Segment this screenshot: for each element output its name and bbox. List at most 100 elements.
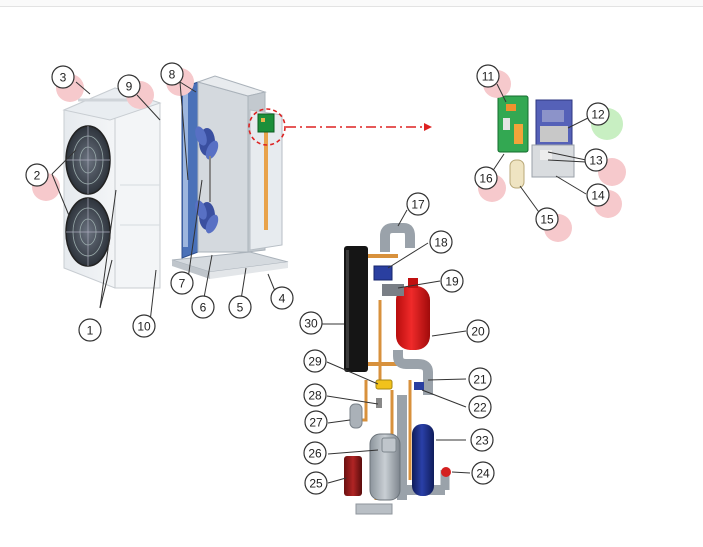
- valve-yellow: [375, 379, 393, 390]
- callout-27: 27: [304, 410, 328, 434]
- red-tank: [396, 286, 430, 350]
- callout-number: 19: [445, 275, 459, 289]
- callout-circle: [270, 286, 294, 310]
- plate-heat-exchanger: [344, 246, 368, 372]
- callout-9: 9: [117, 74, 141, 98]
- callout-12: 12: [586, 102, 610, 126]
- callout-circle: [470, 428, 494, 452]
- callout-6: 6: [191, 295, 215, 319]
- callout-circle: [471, 461, 495, 485]
- callout-2: 2: [25, 163, 49, 187]
- callout-circle: [303, 349, 327, 373]
- callout-1: 1: [78, 318, 102, 342]
- callout-circle: [474, 166, 498, 190]
- callout-number: 5: [237, 301, 244, 315]
- callout-14: 14: [586, 183, 610, 207]
- callout-number: 23: [475, 434, 489, 448]
- zoom-highlight-circle: [248, 108, 286, 146]
- small-valve-red: [441, 467, 451, 477]
- callout-circle: [476, 64, 500, 88]
- zoom-arrow-head: [424, 123, 432, 131]
- callout-number: 21: [473, 373, 487, 387]
- callout-13: 13: [584, 148, 608, 172]
- callout-25: 25: [304, 471, 328, 495]
- leader-lines: [51, 81, 597, 484]
- callout-number: 16: [479, 172, 493, 186]
- callout-circle: [303, 441, 327, 465]
- top-divider: [0, 0, 703, 7]
- callout-circle: [586, 183, 610, 207]
- fan-blade-top: [195, 126, 219, 160]
- callout-circle: [303, 383, 327, 407]
- callout-number: 28: [308, 389, 322, 403]
- callout-circle: [25, 163, 49, 187]
- outer-casing: [62, 87, 162, 289]
- callout-11: 11: [476, 64, 500, 88]
- callouts-layer: 1234567891011121314151617181920212223242…: [25, 62, 610, 495]
- callout-circle: [51, 65, 75, 89]
- callout-26: 26: [303, 441, 327, 465]
- callout-circle: [304, 471, 328, 495]
- callout-number: 20: [471, 325, 485, 339]
- callout-circle: [228, 295, 252, 319]
- callout-20: 20: [466, 319, 490, 343]
- callout-circle: [78, 318, 102, 342]
- callout-number: 24: [476, 467, 490, 481]
- callout-number: 25: [309, 477, 323, 491]
- callout-24: 24: [471, 461, 495, 485]
- callout-circle: [429, 230, 453, 254]
- callout-16: 16: [474, 166, 498, 190]
- callout-number: 17: [411, 198, 425, 212]
- callout-number: 14: [591, 189, 605, 203]
- callout-circle: [299, 311, 323, 335]
- callout-28: 28: [303, 383, 327, 407]
- callout-number: 3: [60, 71, 67, 85]
- callout-21: 21: [468, 367, 492, 391]
- callout-circle: [304, 410, 328, 434]
- heat-exchanger-frame: [171, 75, 289, 279]
- drier: [344, 456, 362, 496]
- callout-19: 19: [440, 269, 464, 293]
- callout-29: 29: [303, 349, 327, 373]
- callout-circle: [586, 102, 610, 126]
- callout-number: 1: [87, 324, 94, 338]
- callout-number: 10: [137, 320, 151, 334]
- callout-7: 7: [170, 271, 194, 295]
- callout-circle: [468, 395, 492, 419]
- callout-number: 7: [179, 277, 186, 291]
- callout-circle: [191, 295, 215, 319]
- callout-circle: [440, 269, 464, 293]
- callout-10: 10: [132, 314, 156, 338]
- callout-number: 9: [126, 80, 133, 94]
- blue-tank: [412, 424, 434, 496]
- callout-number: 2: [34, 169, 41, 183]
- callout-circle: [117, 74, 141, 98]
- callout-17: 17: [406, 192, 430, 216]
- callout-30: 30: [299, 311, 323, 335]
- callout-number: 22: [473, 401, 487, 415]
- callout-18: 18: [429, 230, 453, 254]
- callout-circle: [535, 207, 559, 231]
- control-box: [497, 95, 575, 189]
- callout-number: 6: [200, 301, 207, 315]
- fan-grille-bottom: [65, 197, 111, 267]
- callout-circle: [584, 148, 608, 172]
- callout-5: 5: [228, 295, 252, 319]
- callout-number: 27: [309, 416, 323, 430]
- callout-15: 15: [535, 207, 559, 231]
- callout-number: 8: [169, 68, 176, 82]
- callout-circle: [466, 319, 490, 343]
- callout-number: 18: [434, 236, 448, 250]
- callout-circle: [468, 367, 492, 391]
- callout-8: 8: [160, 62, 184, 86]
- callout-circle: [132, 314, 156, 338]
- callout-circle: [160, 62, 184, 86]
- callout-number: 30: [304, 317, 318, 331]
- refrigerant-circuit: [344, 223, 451, 515]
- accumulator: [349, 403, 363, 429]
- callout-23: 23: [470, 428, 494, 452]
- callout-number: 12: [591, 108, 605, 122]
- callout-circle: [406, 192, 430, 216]
- callout-number: 4: [279, 292, 286, 306]
